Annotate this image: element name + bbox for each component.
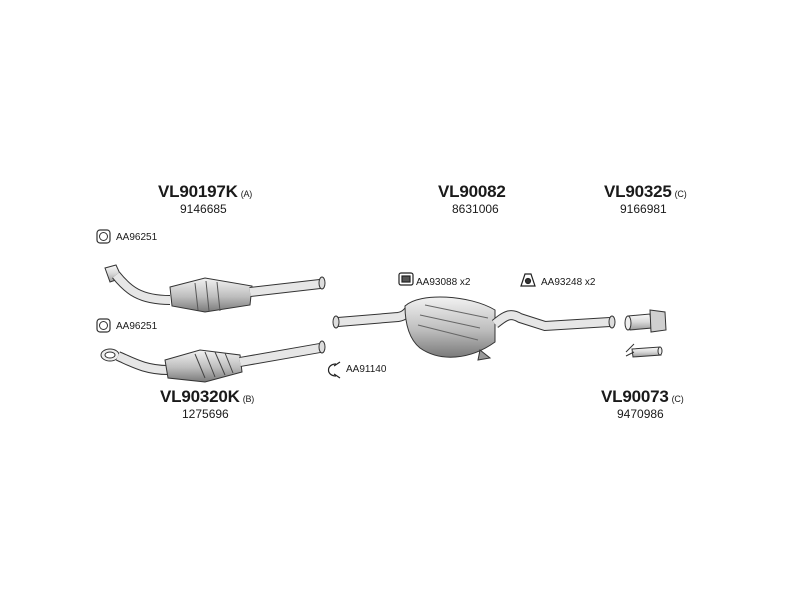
accessory-label: AA96251 [116, 321, 158, 332]
part-code: VL90073(C) [601, 387, 684, 406]
part-number: 9146685 [180, 202, 227, 216]
part-label-vl90197k: VL90197K(A) 9146685 [158, 182, 252, 216]
gasket-icon [96, 318, 111, 333]
catalytic-converter-a-icon [104, 264, 326, 313]
clamp-icon [327, 361, 341, 379]
tail-pipe-icon [624, 309, 667, 333]
catalytic-converter-b-icon [100, 340, 326, 383]
part-number: 8631006 [452, 202, 499, 216]
part-code: VL90197K(A) [158, 182, 253, 201]
rubber-mount-icon [520, 273, 536, 287]
variant-tag: (B) [242, 394, 255, 404]
part-code: VL90320K(B) [160, 387, 255, 406]
rubber-mount-icon [398, 272, 414, 286]
part-label-vl90073: VL90073(C) 9470986 [601, 387, 684, 421]
part-number: 9166981 [620, 202, 667, 216]
accessory-label: AA93248 x2 [541, 277, 596, 288]
part-label-vl90082: VL90082 8631006 [438, 182, 506, 216]
variant-tag: (C) [674, 189, 687, 199]
accessory-label: AA96251 [116, 232, 158, 243]
part-number: 1275696 [182, 407, 229, 421]
part-number: 9470986 [617, 407, 664, 421]
part-label-vl90320k: VL90320K(B) 1275696 [160, 387, 254, 421]
part-code: VL90325(C) [604, 182, 687, 201]
part-code: VL90082 [438, 182, 506, 201]
tail-pipe-end-icon [625, 343, 663, 358]
middle-silencer-icon [332, 296, 616, 361]
accessory-label: AA91140 [346, 364, 387, 375]
part-label-vl90325: VL90325(C) 9166981 [604, 182, 687, 216]
variant-tag: (C) [671, 394, 684, 404]
accessory-label: AA93088 x2 [416, 277, 471, 288]
gasket-icon [96, 229, 111, 244]
variant-tag: (A) [240, 189, 253, 199]
